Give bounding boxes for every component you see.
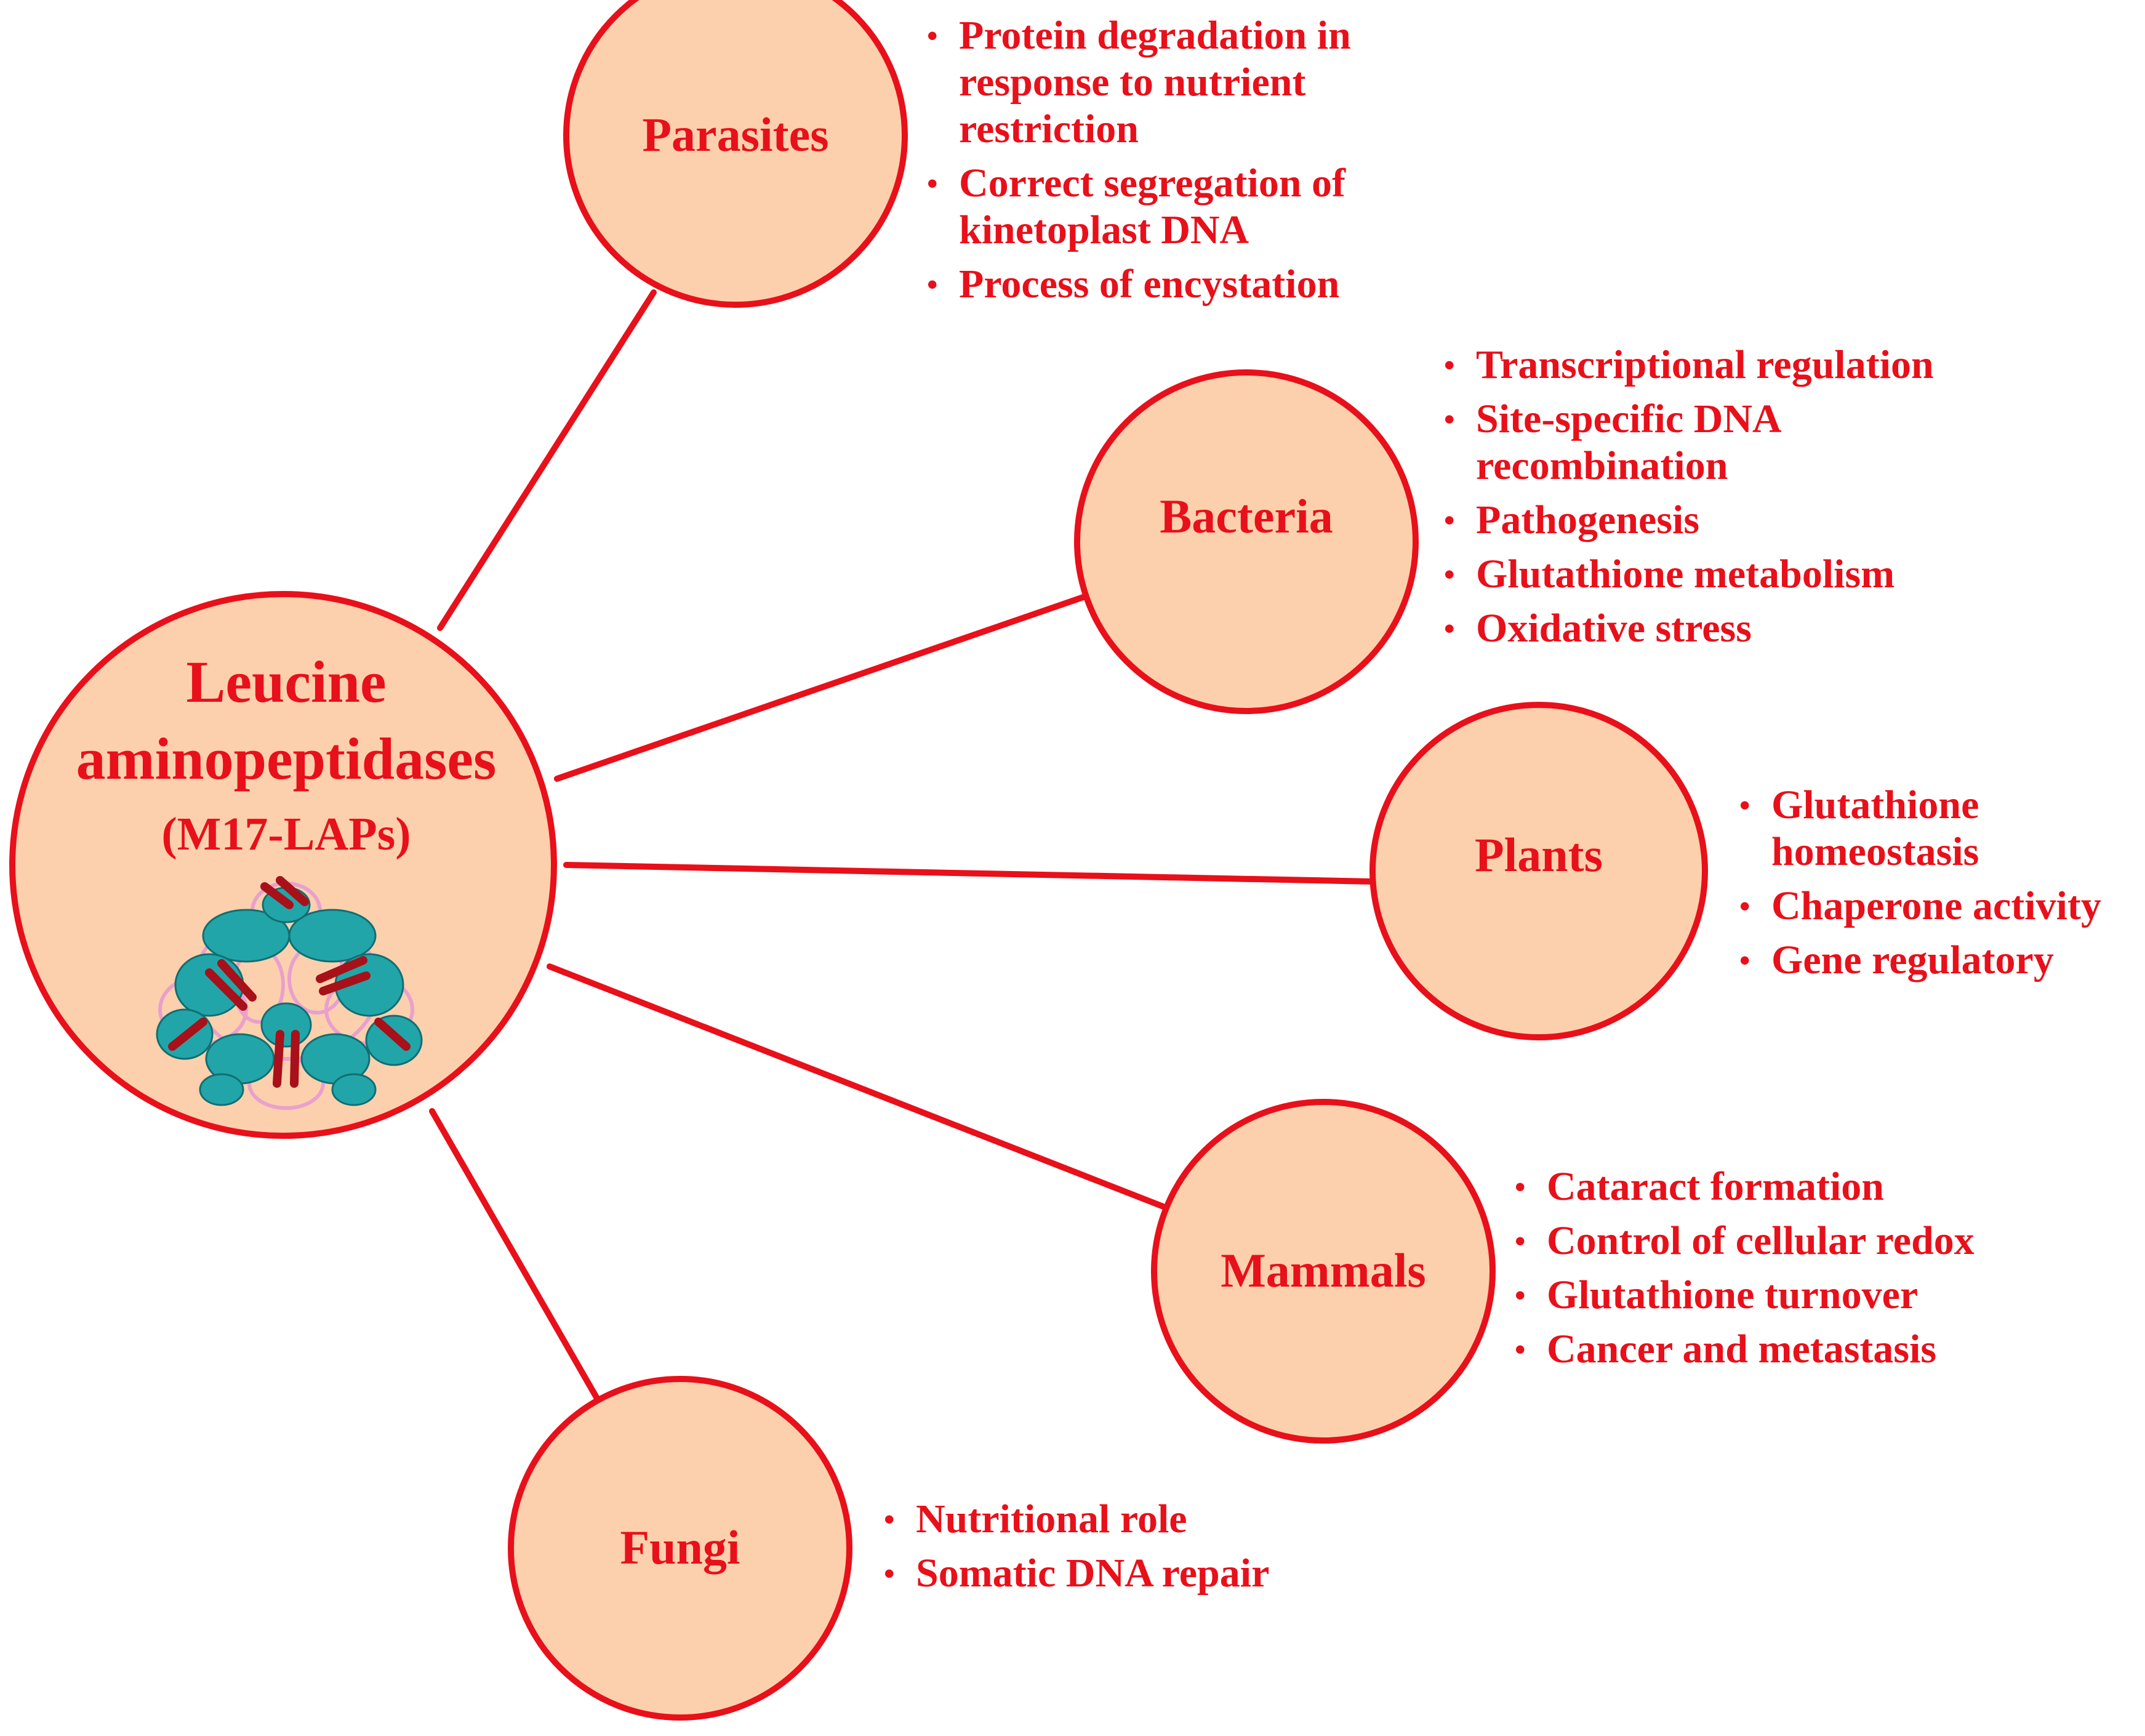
node-plants: Plants <box>1369 702 1708 1040</box>
node-mammals: Mammals <box>1151 1099 1496 1444</box>
list-item: Correct segregation of kinetoplast DNA <box>923 160 1465 254</box>
list-item: Glutathione metabolism <box>1440 551 1994 598</box>
plants-functions: Glutathione homeostasis Chaperone activi… <box>1736 782 2142 991</box>
protein-structure-icon <box>156 876 423 1110</box>
list-item: Nutritional role <box>880 1496 1434 1543</box>
node-label-fungi: Fungi <box>620 1521 740 1574</box>
list-item: Control of cellular redox <box>1511 1218 2065 1264</box>
list-item: Protein degradation in response to nutri… <box>923 12 1465 153</box>
center-title-line1: Leucine <box>186 649 386 715</box>
list-item: Cataract formation <box>1511 1163 2065 1210</box>
parasites-functions: Protein degradation in response to nutri… <box>923 12 1465 315</box>
node-label-parasites: Parasites <box>642 108 828 161</box>
list-item: Somatic DNA repair <box>880 1550 1434 1597</box>
list-item: Gene regulatory <box>1736 937 2142 984</box>
list-item: Oxidative stress <box>1440 605 1994 652</box>
list-item: Process of encystation <box>923 261 1465 308</box>
list-item: Cancer and metastasis <box>1511 1326 2065 1373</box>
node-parasites: Parasites <box>563 0 908 308</box>
bacteria-functions: Transcriptional regulation Site-specific… <box>1440 342 1994 659</box>
list-item: Pathogenesis <box>1440 497 1994 544</box>
list-item: Glutathione homeostasis <box>1736 782 2142 875</box>
list-item: Glutathione turnover <box>1511 1272 2065 1319</box>
node-label-bacteria: Bacteria <box>1160 489 1333 543</box>
fungi-functions: Nutritional role Somatic DNA repair <box>880 1496 1434 1604</box>
center-subtitle: (M17-LAPs) <box>161 808 411 860</box>
connector-plants <box>563 862 1376 885</box>
center-node: Leucine aminopeptidases (M17-LAPs) <box>9 591 557 1139</box>
center-title-line2: aminopeptidases <box>76 726 497 792</box>
node-label-mammals: Mammals <box>1221 1244 1426 1297</box>
connector-parasites <box>437 289 657 631</box>
connectors <box>429 289 1376 1404</box>
node-label-plants: Plants <box>1475 828 1603 882</box>
node-fungi: Fungi <box>508 1376 852 1721</box>
mammals-functions: Cataract formation Control of cellular r… <box>1511 1163 2065 1380</box>
connector-mammals <box>547 963 1166 1210</box>
list-item: Site-specific DNA recombination <box>1440 396 1994 489</box>
connector-fungi <box>429 1108 601 1404</box>
list-item: Transcriptional regulation <box>1440 342 1994 388</box>
list-item: Chaperone activity <box>1736 883 2142 930</box>
node-bacteria: Bacteria <box>1074 369 1419 714</box>
connector-bacteria <box>554 594 1086 782</box>
